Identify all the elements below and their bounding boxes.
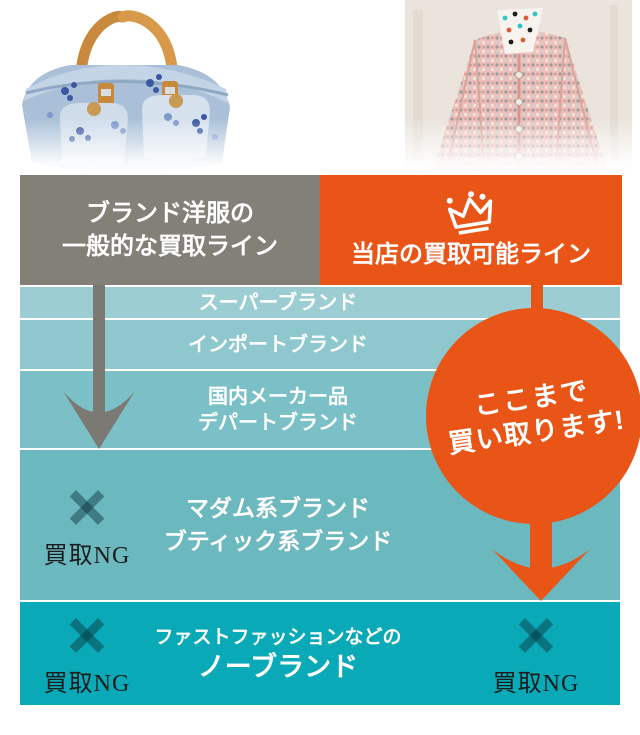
row-label: 国内メーカー品 <box>208 385 348 408</box>
store-buyback-line-header: 当店の買取可能ライン <box>320 175 622 285</box>
row-label: マダム系ブランド <box>186 495 370 521</box>
x-icon <box>518 617 554 653</box>
photo-fade <box>10 118 235 178</box>
x-icon <box>69 489 105 525</box>
photo-fade <box>405 118 632 178</box>
row-label: スーパーブランド <box>198 291 358 314</box>
ng-label: 買取NG <box>492 671 580 697</box>
x-icon <box>69 617 105 653</box>
row-label: デパートブランド <box>198 411 358 434</box>
ng-label: 買取NG <box>43 543 131 569</box>
row-super-brand: スーパーブランド <box>20 287 620 318</box>
row-label: インポートブランド <box>188 333 368 356</box>
header-line: 一般的な買取ライン <box>62 233 278 260</box>
row-label: ブティック系ブランド <box>163 528 393 554</box>
jacket-photo <box>405 0 632 178</box>
buyback-ng-left-madam: 買取NG <box>39 489 135 570</box>
buyback-ng-left-nobrand: 買取NG <box>39 617 135 698</box>
ng-label: 買取NG <box>43 671 131 697</box>
crown-icon <box>446 191 493 235</box>
row-label: ファストファッションなどの <box>154 626 402 648</box>
handbag-photo <box>10 5 235 178</box>
buyback-ng-right-nobrand: 買取NG <box>488 617 584 698</box>
row-no-brand: ファストファッションなどの ノーブランド <box>20 602 620 705</box>
header-line: ブランド洋服の <box>86 200 254 227</box>
general-buyback-line-header: ブランド洋服の 一般的な買取ライン <box>20 175 320 285</box>
header-line: 当店の買取可能ライン <box>351 241 591 268</box>
row-label: ノーブランド <box>197 651 359 682</box>
